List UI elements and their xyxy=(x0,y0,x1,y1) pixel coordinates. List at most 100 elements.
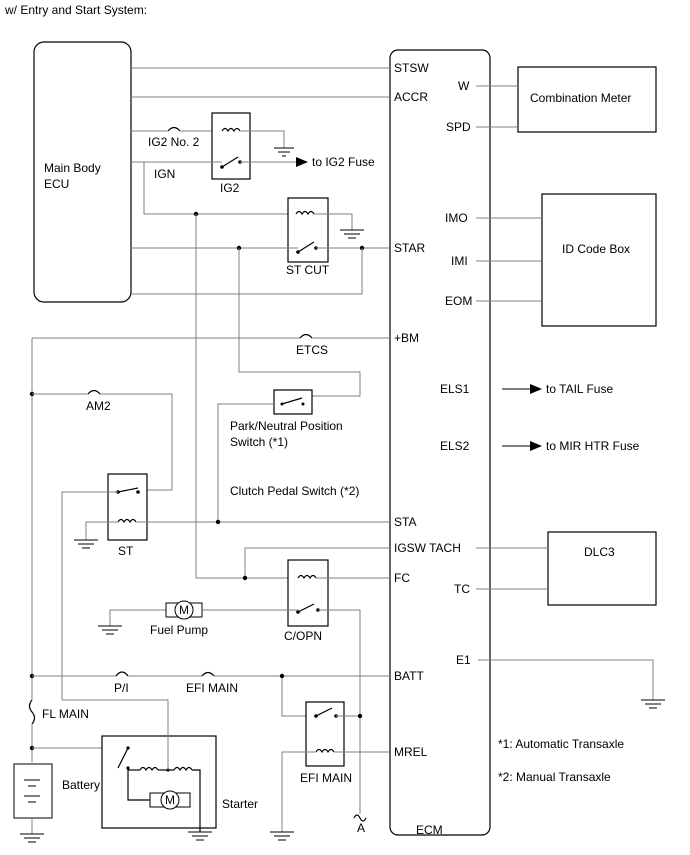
starter-block xyxy=(101,735,217,829)
pin-sta: STA xyxy=(394,515,416,529)
pin-tc: TC xyxy=(454,582,470,596)
ground-starter xyxy=(188,831,212,841)
park-neutral-switch xyxy=(273,389,313,415)
fuse-am2 xyxy=(87,389,101,395)
pin-accr: ACCR xyxy=(394,90,428,104)
note-automatic: *1: Automatic Transaxle xyxy=(498,737,624,751)
to-tail-fuse-label: to TAIL Fuse xyxy=(546,382,613,396)
fuse-ig2-no2 xyxy=(167,126,181,132)
wire-ig2-coil-ground xyxy=(240,130,285,148)
wire-star-return xyxy=(131,248,363,295)
wire-st-to-starter xyxy=(61,491,118,700)
pin-star: STAR xyxy=(394,241,425,255)
ground-fuel-pump xyxy=(98,625,122,635)
clutch-switch-label: Clutch Pedal Switch (*2) xyxy=(230,484,359,498)
ecm-label: ECM xyxy=(416,823,443,837)
fuse-ig2-no2-label: IG2 No. 2 xyxy=(148,135,200,149)
ign-label: IGN xyxy=(154,167,175,181)
starter-label: Starter xyxy=(222,797,258,811)
connector-a-label: A xyxy=(357,821,365,835)
dlc3-block xyxy=(547,531,657,606)
pin-fc: FC xyxy=(394,571,410,585)
main-body-ecu-block xyxy=(33,41,132,303)
fuel-pump-label: Fuel Pump xyxy=(150,623,208,637)
park-neutral-switch-contact xyxy=(281,397,303,405)
ground-efi-main xyxy=(270,831,294,841)
ground-battery xyxy=(20,833,44,843)
starter-coil-2 xyxy=(173,766,193,772)
wire-efi-ground xyxy=(281,751,316,832)
to-mir-htr-fuse-label: to MIR HTR Fuse xyxy=(546,439,640,453)
relay-efi-main-label: EFI MAIN xyxy=(300,771,352,785)
wire-ign-down xyxy=(195,214,298,579)
relay-c-opn xyxy=(287,559,329,627)
fuse-efi-main xyxy=(201,671,215,677)
relay-efi-main xyxy=(305,701,345,767)
starter-coil-ground xyxy=(192,769,201,832)
pin-e1: E1 xyxy=(456,653,471,667)
wire-pn-upper xyxy=(238,248,361,397)
battery-symbol xyxy=(13,763,53,819)
relay-st-cut-coil xyxy=(295,210,315,216)
wire-st-relay-to-starter xyxy=(62,699,169,770)
relay-c-opn-switch xyxy=(297,603,315,613)
pin-igsw-tach: IGSW TACH xyxy=(394,541,461,555)
to-ig2-fuse-label: to IG2 Fuse xyxy=(312,155,375,169)
wire-e1 xyxy=(478,659,654,700)
ground-e1 xyxy=(641,699,665,709)
wire-stcut-ground xyxy=(314,213,353,230)
fuse-am2-label: AM2 xyxy=(86,399,111,413)
starter-internal-1 xyxy=(127,768,158,801)
relay-efi-main-coil xyxy=(315,748,335,754)
main-body-ecu-label-1: Main Body xyxy=(44,161,101,175)
pin-spd: SPD xyxy=(446,120,471,134)
connector-a-mark xyxy=(353,814,367,822)
combination-meter-label: Combination Meter xyxy=(530,91,631,105)
relay-efi-main-switch xyxy=(315,707,333,717)
wire-igsw-tach xyxy=(244,547,390,578)
ecm-block xyxy=(389,49,491,836)
dlc3-label: DLC3 xyxy=(584,545,615,559)
relay-st-label: ST xyxy=(118,544,134,558)
fuse-etcs-label: ETCS xyxy=(296,343,328,357)
relay-ig2-coil xyxy=(221,127,241,133)
wire-pn-lower xyxy=(217,403,274,522)
pin-batt: BATT xyxy=(394,669,424,683)
pin-eom: EOM xyxy=(445,294,472,308)
pin-els1: ELS1 xyxy=(440,382,470,396)
els2-arrow xyxy=(502,441,542,451)
wire-c-opn-to-a xyxy=(318,609,361,814)
relay-st-cut-label: ST CUT xyxy=(286,263,330,277)
ground-ig2 xyxy=(274,147,294,157)
wire-st-ground xyxy=(85,521,118,540)
battery-label: Battery xyxy=(62,778,100,792)
ground-st xyxy=(74,539,98,549)
pin-stsw: STSW xyxy=(394,61,429,75)
ground-st-cut xyxy=(340,229,364,239)
park-neutral-label-2: Switch (*1) xyxy=(230,435,288,449)
svg-text:M: M xyxy=(179,603,189,617)
fl-main-label: FL MAIN xyxy=(42,707,89,721)
pin-bm: +BM xyxy=(394,331,419,345)
pin-mrel: MREL xyxy=(394,745,428,759)
pin-els2: ELS2 xyxy=(440,439,470,453)
starter-coil-1 xyxy=(139,766,159,772)
fuel-pump-motor: M xyxy=(165,600,203,620)
main-body-ecu-label-2: ECU xyxy=(44,177,69,191)
relay-st-switch xyxy=(117,487,139,493)
starter-motor: M xyxy=(149,790,191,810)
fusible-link-fl-main xyxy=(28,699,36,725)
note-manual: *2: Manual Transaxle xyxy=(498,770,611,784)
diagram-header: w/ Entry and Start System: xyxy=(4,3,147,17)
wire-fuel-pump-left xyxy=(109,609,166,626)
relay-c-opn-coil xyxy=(297,574,317,580)
wire-efi-relay-in xyxy=(281,676,306,717)
relay-st-coil xyxy=(117,518,137,524)
fuse-efi-main-label: EFI MAIN xyxy=(186,681,238,695)
pin-w: W xyxy=(458,79,470,93)
relay-ig2 xyxy=(211,112,251,180)
id-code-box-block xyxy=(541,193,657,327)
relay-c-opn-label: C/OPN xyxy=(284,629,322,643)
fuse-pi xyxy=(115,671,129,677)
park-neutral-label-1: Park/Neutral Position xyxy=(230,419,343,433)
